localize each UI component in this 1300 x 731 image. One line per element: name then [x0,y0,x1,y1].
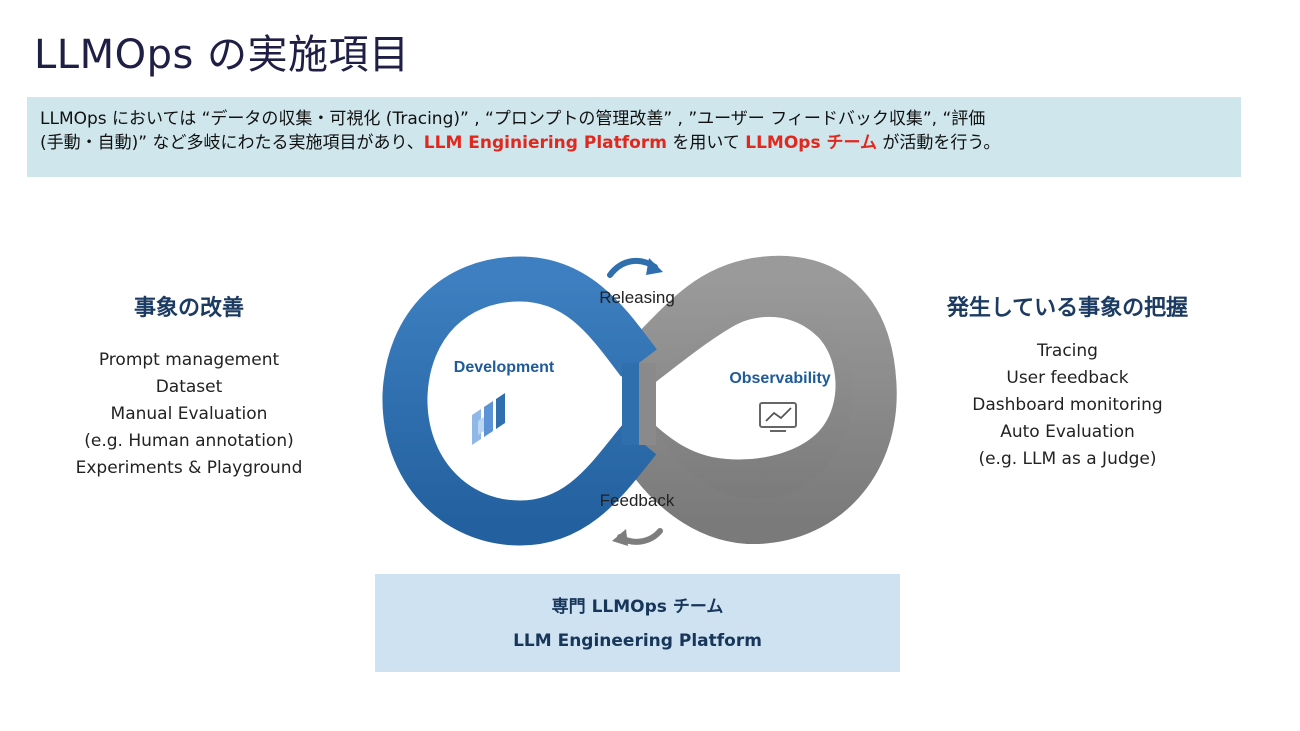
list-item: Dataset [155,377,223,397]
crossing-blue [622,363,639,445]
observation-panel: 発生している事象の把握 Tracing User feedback Dashbo… [925,290,1210,473]
observation-heading: 発生している事象の把握 [946,296,1189,321]
summary-line-1: LLMOps においては “データの収集・可視化 (Tracing)” , “プ… [40,109,986,129]
list-item: User feedback [1006,368,1129,388]
releasing-arrow-head [646,258,663,275]
list-item: (e.g. LLM as a Judge) [978,449,1157,469]
highlight-platform: LLM Enginiering Platform [423,133,667,153]
observation-list: Tracing User feedback Dashboard monitori… [925,338,1210,473]
summary-line-2: (手動・自動)” など多岐にわたる実施項目があり、LLM Enginiering… [40,131,1227,155]
highlight-team: LLMOps チーム [745,133,877,153]
devops-loop-diagram: Releasing Feedback Development Observabi… [382,255,897,546]
summary-box: LLMOps においては “データの収集・可視化 (Tracing)” , “プ… [27,97,1241,177]
list-item: Prompt management [98,350,280,370]
platform-logo-icon [472,393,505,445]
improvement-list: Prompt management Dataset Manual Evaluat… [64,347,314,482]
summary-text-pre: (手動・自動)” など多岐にわたる実施項目があり、 [40,133,424,153]
list-item: Manual Evaluation [110,404,268,424]
development-label: Development [454,359,555,376]
improvement-heading: 事象の改善 [133,296,244,321]
summary-text-mid: を用いて [666,133,746,153]
summary-text-post: が活動を行う。 [876,133,1001,153]
observability-label: Observability [729,370,830,387]
list-item: (e.g. Human annotation) [84,431,294,451]
slide-title: LLMOps の実施項目 [34,32,410,78]
monitor-chart-icon [759,402,797,432]
improvement-panel: 事象の改善 Prompt management Dataset Manual E… [64,290,314,482]
feedback-arrow-head [612,529,628,546]
list-item: Dashboard monitoring [972,395,1163,415]
team-label: 専門 LLMOps チーム [551,597,724,617]
observability-loop-ring [619,255,897,544]
releasing-label: Releasing [599,288,675,307]
platform-label: LLM Engineering Platform [513,631,762,651]
feedback-label: Feedback [600,491,675,510]
development-loop-ring [382,256,657,546]
team-platform-box: 専門 LLMOps チーム LLM Engineering Platform [375,574,900,672]
list-item: Tracing [1037,341,1098,361]
crossing-gray [639,363,656,445]
list-item: Auto Evaluation [1000,422,1135,442]
list-item: Experiments & Playground [75,458,303,478]
